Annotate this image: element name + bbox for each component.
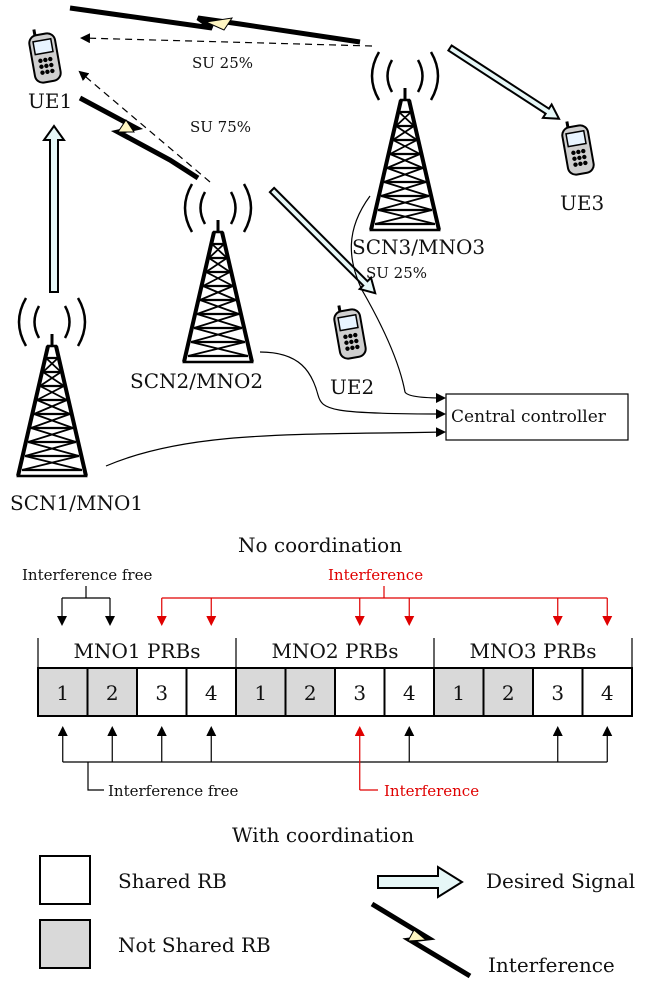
tower-icon-scn1 — [16, 296, 88, 478]
prb-cell-shared — [383, 667, 435, 717]
su-label-b: SU 75% — [190, 118, 251, 136]
prb-group-label: MNO3 PRBs — [470, 639, 597, 663]
prb-cell-number: 4 — [601, 681, 614, 705]
legend-desired-signal-icon — [377, 865, 464, 899]
top-interference-free-label: Interference free — [22, 566, 152, 584]
no-coordination-title: No coordination — [238, 533, 402, 557]
prb-cell-shared — [334, 667, 386, 717]
top-interference-bracket — [156, 586, 613, 626]
prb-cell-not-shared — [482, 667, 534, 717]
legend-not-shared-swatch — [39, 919, 91, 969]
desired-signal-arrow-scn3 — [446, 44, 561, 120]
interference-bolt-scn3 — [69, 5, 361, 45]
scn1-label: SCN1/MNO1 — [10, 491, 143, 515]
scn3-label: SCN3/MNO3 — [352, 235, 485, 259]
tower-icon-scn2 — [182, 182, 254, 364]
backhaul-scn3 — [350, 195, 446, 403]
prb-cell-not-shared — [284, 667, 336, 717]
prb-cell-number: 2 — [106, 681, 119, 705]
prb-cell-number: 4 — [403, 681, 416, 705]
su-link-scn2-ue1 — [78, 70, 211, 183]
backhaul-scn2 — [259, 351, 446, 419]
free-label-leader — [87, 762, 104, 791]
desired-signal-arrow-scn1 — [42, 124, 66, 293]
prb-cell-number: 4 — [205, 681, 218, 705]
bottom-arrows — [57, 726, 613, 791]
prb-cell-number: 1 — [254, 681, 267, 705]
prb-cell-not-shared — [433, 667, 485, 717]
legend-interference-icon — [370, 901, 472, 979]
central-controller-box — [445, 393, 629, 441]
backhaul-scn1 — [105, 427, 446, 467]
legend-interference-label: Interference — [488, 953, 615, 977]
prb-cell-not-shared — [235, 667, 287, 717]
prb-cell-shared — [581, 667, 633, 717]
legend-shared-swatch — [39, 855, 91, 905]
prb-cell-not-shared — [37, 667, 89, 717]
ue3-label: UE3 — [560, 191, 604, 215]
legend-not-shared-label: Not Shared RB — [118, 933, 271, 957]
prb-group-label: MNO2 PRBs — [272, 639, 399, 663]
prb-cell-number: 3 — [551, 681, 564, 705]
prb-cell-number: 2 — [304, 681, 317, 705]
bottom-interference-free-label: Interference free — [108, 782, 238, 800]
prb-cell-number: 3 — [155, 681, 168, 705]
ue1-label: UE1 — [28, 89, 72, 113]
su-link-scn3-ue1 — [80, 33, 373, 47]
with-coordination-title: With coordination — [232, 823, 414, 847]
su-label-a: SU 25% — [192, 54, 253, 72]
scn2-label: SCN2/MNO2 — [130, 369, 263, 393]
legend-desired-label: Desired Signal — [486, 869, 635, 893]
phone-icon — [330, 300, 369, 362]
interference-bolt-scn2 — [78, 95, 200, 181]
central-controller-label: Central controller — [451, 407, 607, 427]
legend-shared-label: Shared RB — [118, 869, 227, 893]
tower-icon-scn3 — [369, 50, 441, 232]
prb-cell-not-shared — [86, 667, 138, 717]
top-interference-label: Interference — [328, 566, 423, 584]
prb-group-label: MNO1 PRBs — [74, 639, 201, 663]
prb-cell-shared — [532, 667, 584, 717]
prb-cell-number: 1 — [452, 681, 465, 705]
prb-cell-shared — [185, 667, 237, 717]
prb-cell-shared — [136, 667, 188, 717]
prb-cell-number: 2 — [502, 681, 515, 705]
ue2-label: UE2 — [330, 375, 374, 399]
phone-icon — [25, 24, 64, 86]
bottom-interference-label: Interference — [384, 782, 479, 800]
prb-cell-number: 1 — [56, 681, 69, 705]
prb-cell-number: 3 — [353, 681, 366, 705]
desired-signal-arrow-scn2 — [268, 186, 377, 295]
top-free-bracket — [57, 586, 115, 626]
su-label-c: SU 25% — [366, 264, 427, 282]
phone-icon — [558, 116, 597, 178]
